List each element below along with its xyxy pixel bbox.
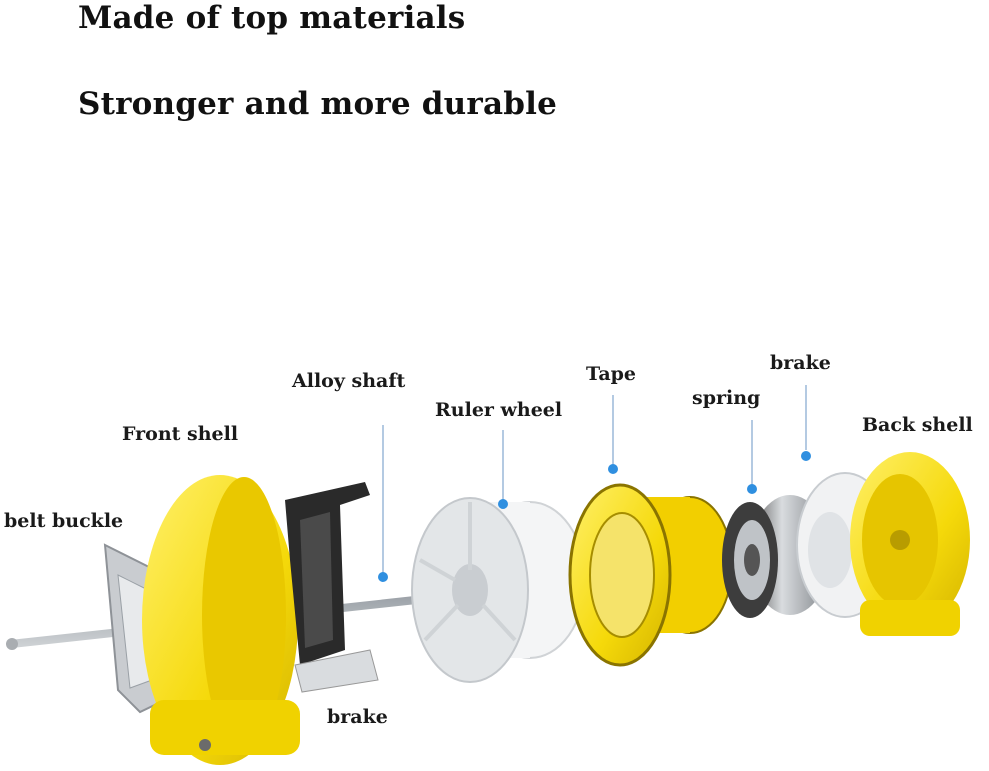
label-back-shell: Back shell [862, 414, 973, 436]
label-brake-top: brake [770, 352, 831, 374]
ruler-wheel-part [411, 497, 586, 683]
front-shell-part [142, 475, 300, 765]
back-shell-part [850, 452, 970, 636]
front-brake-part [285, 482, 379, 693]
label-brake-bottom: brake [327, 706, 388, 728]
callout-alloy-shaft [378, 425, 388, 582]
callout-ruler-wheel [498, 430, 508, 509]
headline-durable: Stronger and more durable [78, 86, 558, 122]
callout-spring [747, 420, 757, 494]
callout-brake [801, 385, 811, 461]
label-spring: spring [692, 387, 761, 409]
label-tape: Tape [586, 363, 637, 385]
callout-tape [608, 395, 618, 474]
headline-materials: Made of top materials [78, 0, 466, 36]
label-belt-buckle: belt buckle [4, 510, 124, 532]
label-alloy-shaft: Alloy shaft [292, 370, 406, 392]
tape-part [568, 483, 733, 667]
label-front-shell: Front shell [122, 423, 239, 445]
label-ruler-wheel: Ruler wheel [435, 399, 563, 421]
